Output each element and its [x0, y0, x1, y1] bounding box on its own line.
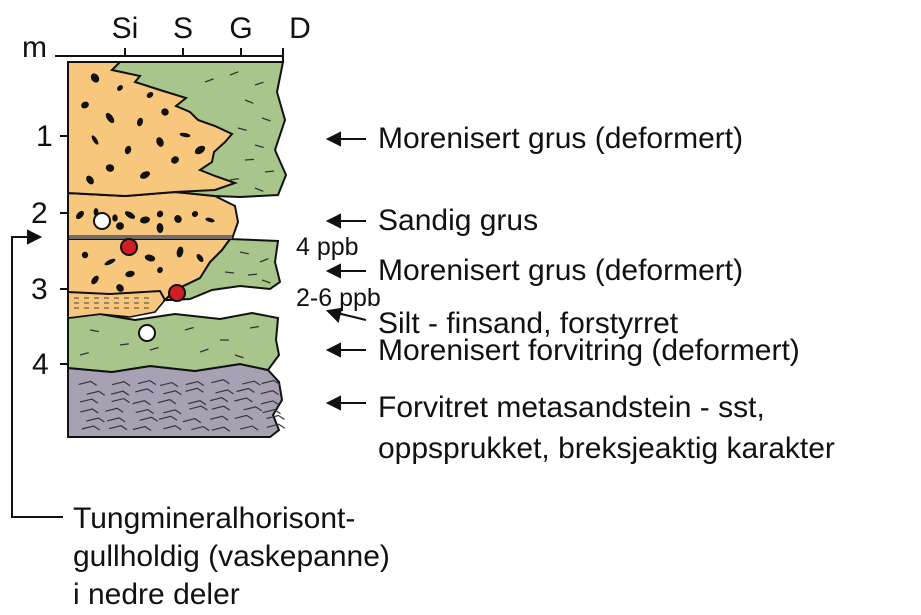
moraine-dash	[248, 274, 257, 275]
grain-tick-si: Si	[112, 12, 139, 45]
label-layer-1: Morenisert grus (deformert)	[378, 122, 743, 155]
heavy-mineral-note: Tungmineralhorisont- gullholdig (vaskepa…	[73, 502, 390, 611]
note-line-2: gullholdig (vaskepanne)	[73, 540, 390, 573]
note-line-1: Tungmineralhorisont-	[73, 502, 355, 535]
label-layer-3: Morenisert grus (deformert)	[378, 254, 743, 287]
label-layer-6b: oppsprukket, breksjeaktig karakter	[378, 432, 835, 465]
moraine-dash	[245, 159, 254, 160]
sample-red-lower	[169, 285, 185, 301]
arrow-layer-2	[328, 215, 366, 227]
arrow-layer-6	[328, 397, 366, 409]
depth-tick-4: 4	[32, 348, 49, 381]
depth-tick-1: 1	[36, 120, 53, 153]
layer-silt	[68, 291, 165, 318]
grain-tick-g: G	[229, 12, 252, 45]
grain-tick-s: S	[173, 12, 193, 45]
label-layer-5: Morenisert forvitring (deformert)	[378, 334, 800, 367]
sample-white-lower	[139, 325, 155, 341]
label-layer-6a: Forvitret metasandstein - sst,	[378, 391, 765, 424]
layer-arrows	[328, 133, 366, 409]
value-upper-ppb: 4 ppb	[296, 233, 359, 261]
arrow-layer-5	[328, 344, 366, 356]
depth-tick-3: 3	[31, 273, 48, 306]
sample-white-upper	[94, 213, 110, 229]
grain-tick-d: D	[289, 12, 311, 45]
layer-weathered-moraine	[68, 313, 279, 372]
arrow-layer-1	[328, 133, 366, 145]
layer-labels: Morenisert grus (deformert) Sandig grus …	[378, 122, 835, 465]
horizon-bracket-arrowhead	[28, 231, 40, 243]
depth-tick-2: 2	[31, 197, 48, 230]
depth-unit-label: m	[22, 31, 47, 64]
grain-size-axis: Si S G D	[68, 12, 311, 62]
sample-red-upper	[121, 239, 137, 255]
note-line-3: i nedre deler	[73, 578, 240, 611]
label-layer-2: Sandig grus	[378, 204, 538, 237]
arrow-layer-3	[328, 265, 366, 277]
layer-sandy-gravel	[68, 192, 238, 239]
value-lower-ppb: 2-6 ppb	[296, 284, 381, 312]
